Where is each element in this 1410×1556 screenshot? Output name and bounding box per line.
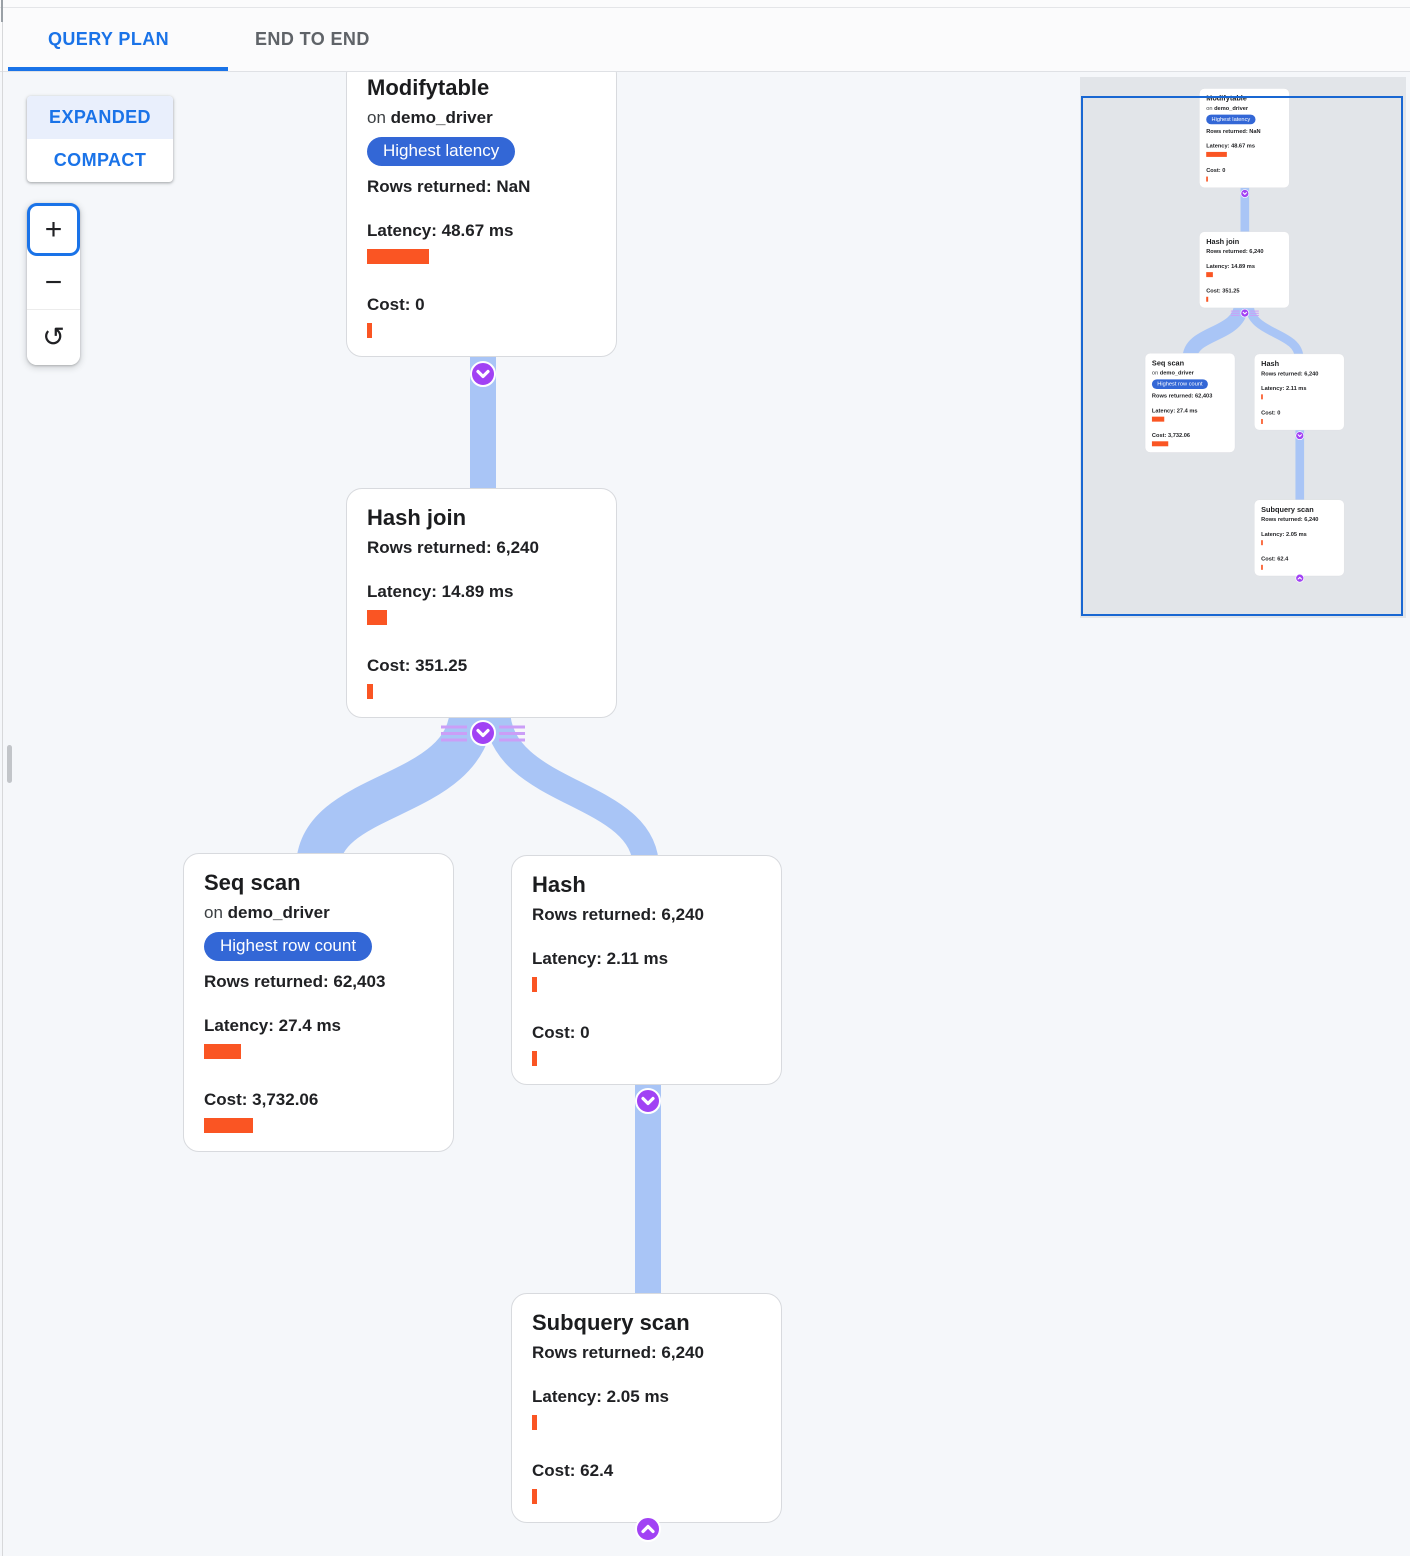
latency-bar <box>532 1415 537 1430</box>
latency-value: Latency: 14.89 ms <box>367 582 514 601</box>
expand-button-subquery-scan[interactable] <box>635 1516 661 1542</box>
collapse-button-hash[interactable] <box>635 1088 661 1114</box>
cost-value: Cost: 3,732.06 <box>204 1090 319 1109</box>
plan-node-modifytable[interactable]: Modifytable on demo_driver Highest laten… <box>346 58 617 357</box>
tab-end-to-end[interactable]: END TO END <box>255 29 370 49</box>
highest-latency-badge: Highest latency <box>367 137 516 166</box>
node-title: Seq scan <box>204 870 301 895</box>
rotate-counterclockwise-icon: ↺ <box>42 322 65 352</box>
chevron-down-icon <box>641 1096 655 1106</box>
cost-bar <box>367 684 373 699</box>
zoom-controls: + − ↺ <box>27 203 80 365</box>
node-title: Hash join <box>367 505 467 530</box>
rows-returned: Rows returned: NaN <box>367 177 531 196</box>
view-mode-toggle: EXPANDED COMPACT <box>27 96 173 182</box>
cost-value: Cost: 0 <box>532 1023 590 1042</box>
zoom-in-button[interactable]: + <box>27 203 80 256</box>
node-title: Subquery scan <box>532 1310 690 1335</box>
edge-hashjoin-hash <box>484 707 659 870</box>
active-tab-underline <box>8 67 228 71</box>
highest-row-count-badge: Highest row count <box>204 932 373 961</box>
tab-bar: QUERY PLAN END TO END <box>0 0 1410 72</box>
cost-bar <box>532 1051 537 1066</box>
rows-returned: Rows returned: 6,240 <box>532 1343 704 1362</box>
node-table-line: on demo_driver <box>367 107 596 129</box>
latency-value: Latency: 2.05 ms <box>532 1387 670 1406</box>
compact-button[interactable]: COMPACT <box>53 150 147 170</box>
plan-node-seq-scan[interactable]: Seq scan on demo_driver Highest row coun… <box>183 853 454 1152</box>
cost-value: Cost: 351.25 <box>367 656 468 675</box>
plan-node-hash[interactable]: Hash Rows returned: 6,240 Latency: 2.11 … <box>511 855 782 1085</box>
latency-value: Latency: 48.67 ms <box>367 221 514 240</box>
cost-value: Cost: 0 <box>367 295 425 314</box>
minimap[interactable]: Modifytable on demo_driver Highest laten… <box>1080 77 1406 618</box>
latency-bar <box>367 249 429 264</box>
latency-value: Latency: 2.11 ms <box>532 949 669 968</box>
node-title: Hash <box>532 872 586 897</box>
zoom-out-button[interactable]: − <box>27 256 80 309</box>
cost-value: Cost: 62.4 <box>532 1461 614 1480</box>
node-title: Modifytable <box>367 75 490 100</box>
table-name: demo_driver <box>390 108 493 127</box>
reset-zoom-button[interactable]: ↺ <box>27 309 80 365</box>
latency-bar <box>367 610 387 625</box>
on-prefix: on <box>204 903 223 922</box>
latency-bar <box>204 1044 241 1059</box>
rows-returned: Rows returned: 62,403 <box>204 972 386 991</box>
latency-bar <box>532 977 537 992</box>
node-table-line: on demo_driver <box>204 902 433 924</box>
collapse-button-hash-join[interactable] <box>470 720 496 746</box>
collapsed-edges-lines <box>441 725 525 742</box>
cost-bar <box>367 323 372 338</box>
rows-returned: Rows returned: 6,240 <box>532 905 704 924</box>
left-panel-divider-top <box>1 0 3 22</box>
table-name: demo_driver <box>227 903 330 922</box>
left-panel-divider <box>2 0 3 1556</box>
cost-bar <box>204 1118 253 1133</box>
rows-returned: Rows returned: 6,240 <box>367 538 539 557</box>
vertical-scrollbar-thumb[interactable] <box>7 745 12 783</box>
minimap-viewport-rect[interactable] <box>1081 96 1403 616</box>
plan-node-subquery-scan[interactable]: Subquery scan Rows returned: 6,240 Laten… <box>511 1293 782 1523</box>
chevron-down-icon <box>476 728 490 738</box>
chevron-up-icon <box>641 1524 655 1534</box>
cost-bar <box>532 1489 537 1504</box>
collapse-button-modifytable[interactable] <box>470 361 496 387</box>
chevron-down-icon <box>476 369 490 379</box>
latency-value: Latency: 27.4 ms <box>204 1016 342 1035</box>
plan-node-hash-join[interactable]: Hash join Rows returned: 6,240 Latency: … <box>346 488 617 718</box>
on-prefix: on <box>367 108 386 127</box>
top-divider <box>0 7 1410 8</box>
tab-query-plan[interactable]: QUERY PLAN <box>48 29 170 49</box>
edge-hashjoin-seqscan <box>296 704 494 871</box>
expanded-button[interactable]: EXPANDED <box>27 96 173 139</box>
